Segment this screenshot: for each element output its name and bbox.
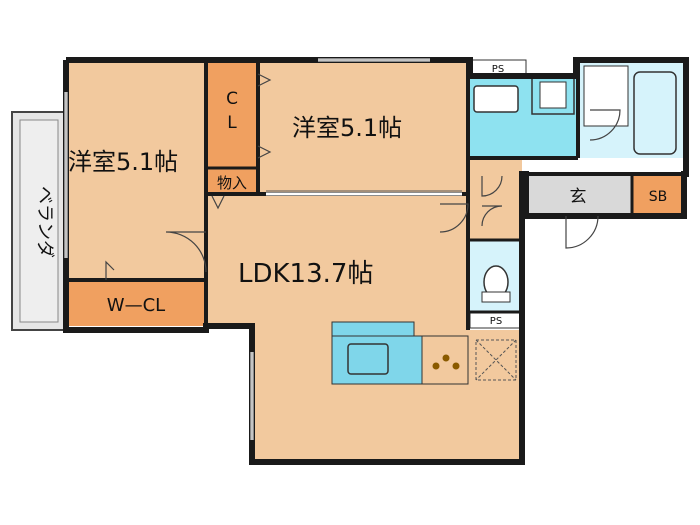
- stove-burner-3: [452, 362, 460, 370]
- bath-floor: [583, 65, 629, 127]
- label-storage: 物入: [217, 174, 247, 192]
- label-western-left: 洋室5.1帖: [68, 148, 178, 176]
- room-western-left: [66, 60, 206, 280]
- balcony-inner: [19, 119, 59, 323]
- room-walk-in-closet: [66, 280, 206, 326]
- room-western-right: [258, 60, 468, 194]
- label-walk-in-closet: W—CL: [107, 295, 165, 316]
- label-pipe-space-bottom: PS: [490, 316, 502, 327]
- room-entrance: [526, 174, 632, 216]
- label-pipe-space-top: PS: [492, 64, 504, 75]
- room-storage: [206, 168, 258, 194]
- label-western-right: 洋室5.1帖: [292, 114, 402, 142]
- fridge-cross-1: [475, 339, 517, 381]
- kitchen-counter-top: [331, 321, 415, 337]
- stove-burner-1: [432, 362, 440, 370]
- label-entrance: 玄: [570, 187, 587, 207]
- door-swings: [105, 73, 621, 280]
- label-closet-c: C: [226, 89, 238, 109]
- washing-machine-inner: [539, 81, 567, 109]
- wash-basin: [473, 85, 519, 113]
- label-closet-l: L: [227, 113, 237, 133]
- label-shoe-box: SB: [649, 189, 668, 205]
- label-balcony: ベランダ: [34, 186, 55, 258]
- room-shoe-box: [632, 174, 684, 216]
- bathtub: [633, 71, 677, 155]
- fridge-space: [475, 339, 517, 381]
- hallway: [468, 160, 522, 240]
- toilet-tank: [481, 291, 511, 303]
- fridge-cross-2: [475, 339, 517, 381]
- stove-burner-2: [442, 354, 450, 362]
- kitchen-sink: [347, 343, 389, 375]
- label-ldk: LDK13.7帖: [238, 259, 373, 289]
- room-closet: [206, 60, 258, 168]
